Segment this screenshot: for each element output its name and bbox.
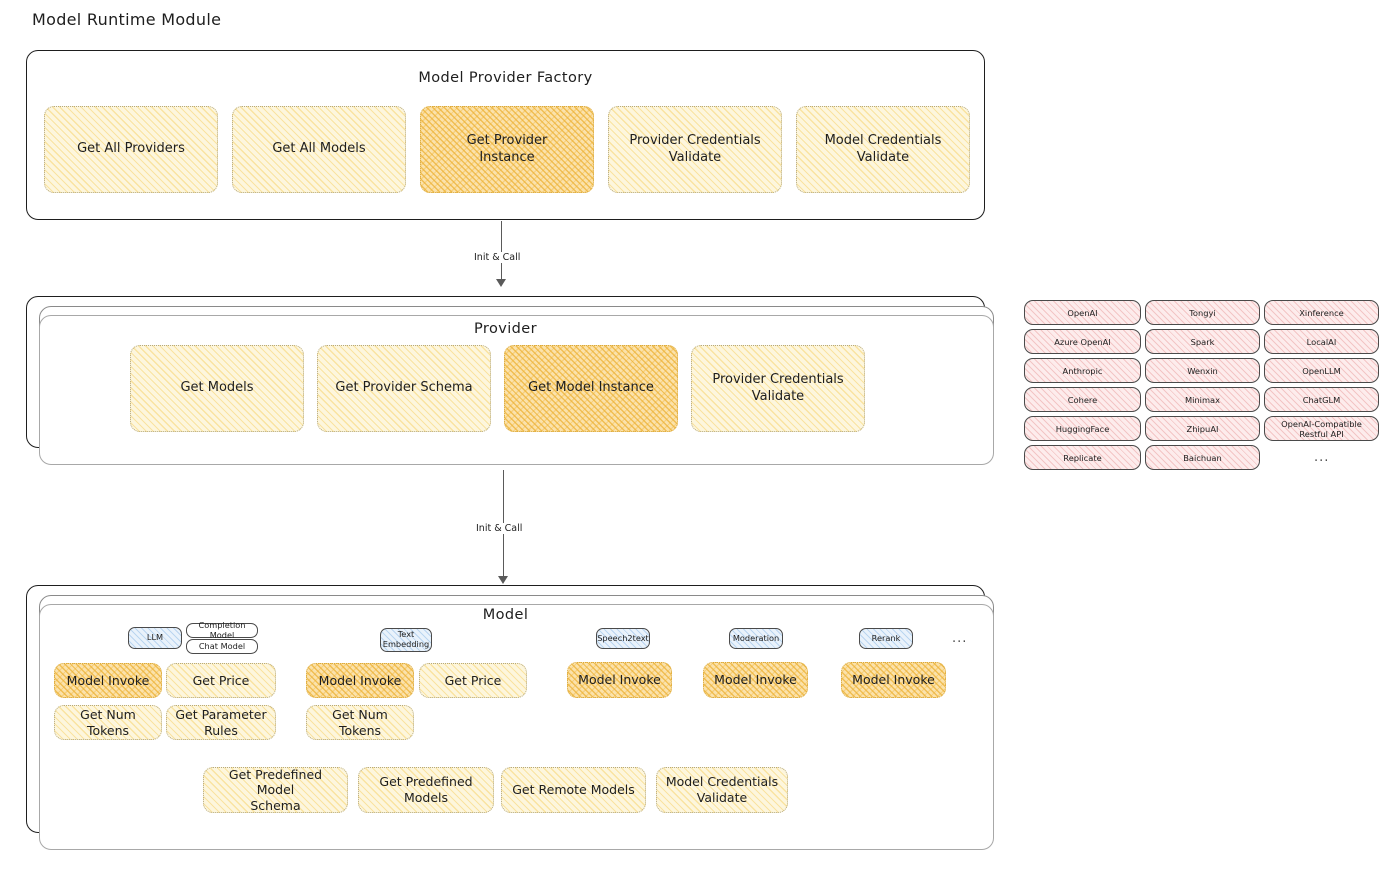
factory-node-get-all-models[interactable]: Get All Models bbox=[232, 106, 406, 193]
factory-node-model-credentials-validate[interactable]: Model Credentials Validate bbox=[796, 106, 970, 193]
model-llm-node-get-parameter-rules[interactable]: Get Parameter Rules bbox=[166, 705, 276, 740]
provider-pill-chatglm[interactable]: ChatGLM bbox=[1264, 387, 1379, 412]
provider-pill-anthropic[interactable]: Anthropic bbox=[1024, 358, 1141, 383]
model-text-embedding-node-get-num-tokens[interactable]: Get Num Tokens bbox=[306, 705, 414, 740]
model-common-node-get-predefined-model-schema[interactable]: Get Predefined Model Schema bbox=[203, 767, 348, 813]
page-title: Model Runtime Module bbox=[32, 10, 222, 29]
provider-pill-xinference[interactable]: Xinference bbox=[1264, 300, 1379, 325]
provider-pill-openai[interactable]: OpenAI bbox=[1024, 300, 1141, 325]
provider-pill-minimax[interactable]: Minimax bbox=[1145, 387, 1260, 412]
model-text-embedding-node-get-price[interactable]: Get Price bbox=[419, 663, 527, 698]
provider-pill-zhipuai[interactable]: ZhipuAI bbox=[1145, 416, 1260, 441]
model-type-tag-moderation[interactable]: Moderation bbox=[729, 628, 783, 649]
arrow-factory-to-provider-head bbox=[496, 279, 506, 287]
provider-node-get-provider-schema[interactable]: Get Provider Schema bbox=[317, 345, 491, 432]
provider-pill-wenxin[interactable]: Wenxin bbox=[1145, 358, 1260, 383]
model-title: Model bbox=[482, 607, 529, 623]
arrow-factory-to-provider-label: Init & Call bbox=[471, 252, 524, 263]
model-text-embedding-node-model-invoke[interactable]: Model Invoke bbox=[306, 663, 414, 698]
model-rerank-node-model-invoke[interactable]: Model Invoke bbox=[841, 662, 946, 698]
provider-pill-replicate[interactable]: Replicate bbox=[1024, 445, 1141, 470]
provider-pill-tongyi[interactable]: Tongyi bbox=[1145, 300, 1260, 325]
provider-node-provider-credentials-validate[interactable]: Provider Credentials Validate bbox=[691, 345, 865, 432]
model-type-tag-llm[interactable]: LLM bbox=[128, 627, 182, 649]
factory-node-get-all-providers[interactable]: Get All Providers bbox=[44, 106, 218, 193]
provider-node-get-models[interactable]: Get Models bbox=[130, 345, 304, 432]
arrow-provider-to-model-head bbox=[498, 576, 508, 584]
provider-pill-azure-openai[interactable]: Azure OpenAI bbox=[1024, 329, 1141, 354]
model-moderation-node-model-invoke[interactable]: Model Invoke bbox=[703, 662, 808, 698]
model-llm-node-model-invoke[interactable]: Model Invoke bbox=[54, 663, 162, 698]
arrow-provider-to-model-label: Init & Call bbox=[473, 523, 526, 534]
model-subtag-completion-model[interactable]: Completion Model bbox=[186, 620, 258, 639]
provider-pill-localai[interactable]: LocalAI bbox=[1264, 329, 1379, 354]
provider-node-get-model-instance[interactable]: Get Model Instance bbox=[504, 345, 678, 432]
provider-pill-cohere[interactable]: Cohere bbox=[1024, 387, 1141, 412]
model-llm-node-get-num-tokens[interactable]: Get Num Tokens bbox=[54, 705, 162, 740]
provider-pill-huggingface[interactable]: HuggingFace bbox=[1024, 416, 1141, 441]
provider-list-more-ellipsis: ... bbox=[1314, 450, 1330, 465]
provider-title: Provider bbox=[474, 321, 537, 337]
model-llm-node-get-price[interactable]: Get Price bbox=[166, 663, 276, 698]
model-common-node-model-credentials-validate[interactable]: Model Credentials Validate bbox=[656, 767, 788, 813]
model-type-tag-rerank[interactable]: Rerank bbox=[859, 628, 913, 649]
model-provider-factory-title: Model Provider Factory bbox=[418, 70, 593, 86]
provider-pill-openai-compatible-restful-api[interactable]: OpenAI-Compatible Restful API bbox=[1264, 416, 1379, 441]
model-type-tag-speech2text[interactable]: Speech2text bbox=[596, 628, 650, 649]
model-common-node-get-predefined-models[interactable]: Get Predefined Models bbox=[358, 767, 494, 813]
model-type-tag-text-embedding[interactable]: Text Embedding bbox=[380, 628, 432, 652]
model-common-node-get-remote-models[interactable]: Get Remote Models bbox=[501, 767, 646, 813]
provider-pill-openllm[interactable]: OpenLLM bbox=[1264, 358, 1379, 383]
provider-pill-spark[interactable]: Spark bbox=[1145, 329, 1260, 354]
model-speech2text-node-model-invoke[interactable]: Model Invoke bbox=[567, 662, 672, 698]
model-types-more-ellipsis: ... bbox=[952, 631, 968, 646]
factory-node-provider-credentials-validate[interactable]: Provider Credentials Validate bbox=[608, 106, 782, 193]
factory-node-get-provider-instance[interactable]: Get Provider Instance bbox=[420, 106, 594, 193]
model-subtag-chat-model[interactable]: Chat Model bbox=[186, 639, 258, 654]
provider-pill-baichuan[interactable]: Baichuan bbox=[1145, 445, 1260, 470]
